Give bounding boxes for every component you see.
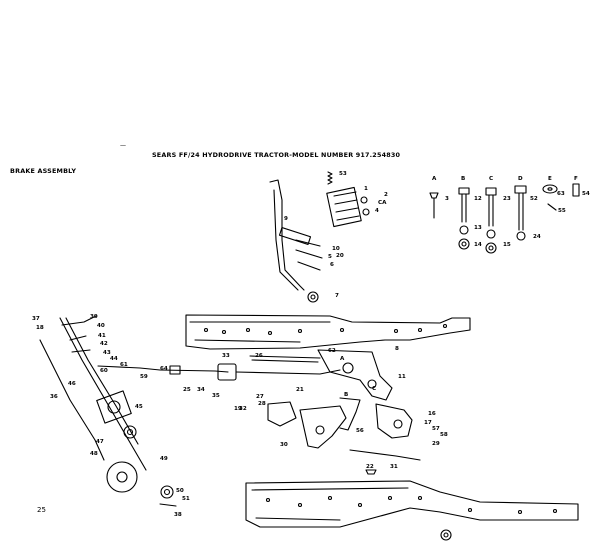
- diagram-title: SEARS FF/24 HYDRODRIVE TRACTOR-MODEL NUM…: [152, 151, 401, 159]
- callout: 9: [284, 216, 288, 222]
- brake-rod-assembly: [39, 315, 147, 493]
- callout: A: [340, 356, 345, 362]
- callout: 55: [558, 208, 566, 214]
- page-number: 25: [37, 506, 46, 514]
- callout: 48: [90, 451, 98, 457]
- callout: 16: [428, 411, 436, 417]
- callout: 58: [440, 432, 448, 438]
- right-brake-assembly: [267, 349, 421, 475]
- callout: B: [344, 392, 348, 398]
- brake-pedal-lever: [269, 179, 323, 303]
- callout: 32: [239, 406, 247, 412]
- frame-rail-lower: [245, 480, 579, 528]
- frame-rail-upper: [185, 314, 471, 350]
- callout: 41: [98, 333, 106, 339]
- callout: 63: [557, 191, 565, 197]
- spring-bracket-group: [326, 171, 370, 228]
- callout: 26: [255, 353, 263, 359]
- callout: 31: [390, 464, 398, 470]
- callout: 17: [424, 420, 432, 426]
- callout: 21: [296, 387, 304, 393]
- callout: 61: [120, 362, 128, 368]
- callout: 18: [36, 325, 44, 331]
- callout: 56: [356, 428, 364, 434]
- callout-labels: 1 2 3 4 5 6 7 8 9 10 11 12 13 14 15 16 1…: [32, 171, 590, 518]
- callout: 30: [280, 442, 288, 448]
- callout: 46: [68, 381, 76, 387]
- callout: 45: [135, 404, 143, 410]
- hardware-headers: A B C D E F: [432, 176, 578, 182]
- callout: 54: [582, 191, 590, 197]
- callout: 2: [384, 192, 388, 198]
- callout: 35: [212, 393, 220, 399]
- callout: 62: [328, 348, 336, 354]
- callout: 12: [474, 196, 482, 202]
- callout: 3: [445, 196, 449, 202]
- callout: 6: [330, 262, 334, 268]
- callout: 51: [182, 496, 190, 502]
- callout: 14: [474, 242, 482, 248]
- horizontal-brake-rod: [97, 355, 341, 381]
- callout: CA: [378, 200, 387, 206]
- hardware-table: [429, 183, 580, 254]
- callout: 57: [432, 426, 440, 432]
- callout: 27: [256, 394, 264, 400]
- callout: 34: [197, 387, 205, 393]
- callout: 37: [32, 316, 40, 322]
- callout: 47: [96, 439, 104, 445]
- callout: 24: [533, 234, 541, 240]
- callout: 7: [335, 293, 339, 299]
- callout: 40: [97, 323, 105, 329]
- callout: 59: [140, 374, 148, 380]
- callout: 23: [503, 196, 511, 202]
- callout: 39: [90, 314, 98, 320]
- callout: 20: [336, 253, 344, 259]
- callout: 33: [222, 353, 230, 359]
- callout: 1: [364, 186, 368, 192]
- callout: 42: [100, 341, 108, 347]
- callout: 15: [503, 242, 511, 248]
- callout: 52: [530, 196, 538, 202]
- header-C: C: [489, 176, 493, 182]
- lower-hardware: [159, 485, 452, 541]
- callout: 49: [160, 456, 168, 462]
- callout: 29: [432, 441, 440, 447]
- header-D: D: [518, 176, 523, 182]
- callout: 28: [258, 401, 266, 407]
- callout: 44: [110, 356, 118, 362]
- callout: 50: [176, 488, 184, 494]
- callout: 13: [474, 225, 482, 231]
- section-label: BRAKE ASSEMBLY: [10, 167, 77, 175]
- callout: 10: [332, 246, 340, 252]
- callout: 43: [103, 350, 111, 356]
- header-dash: —: [120, 142, 126, 149]
- callout: 25: [183, 387, 191, 393]
- callout: C: [372, 386, 376, 392]
- callout: 19: [234, 406, 242, 412]
- callout: 8: [395, 346, 399, 352]
- callout: 36: [50, 394, 58, 400]
- header-F: F: [574, 176, 578, 182]
- header-A: A: [432, 176, 437, 182]
- callout: 11: [398, 374, 406, 380]
- callout: 60: [100, 368, 108, 374]
- header-E: E: [548, 176, 552, 182]
- callout: 38: [174, 512, 182, 518]
- callout: 64: [160, 366, 168, 372]
- callout: 22: [366, 464, 374, 470]
- callout: 5: [328, 254, 332, 260]
- callout: 4: [375, 208, 379, 214]
- header-B: B: [461, 176, 465, 182]
- callout: 53: [339, 171, 347, 177]
